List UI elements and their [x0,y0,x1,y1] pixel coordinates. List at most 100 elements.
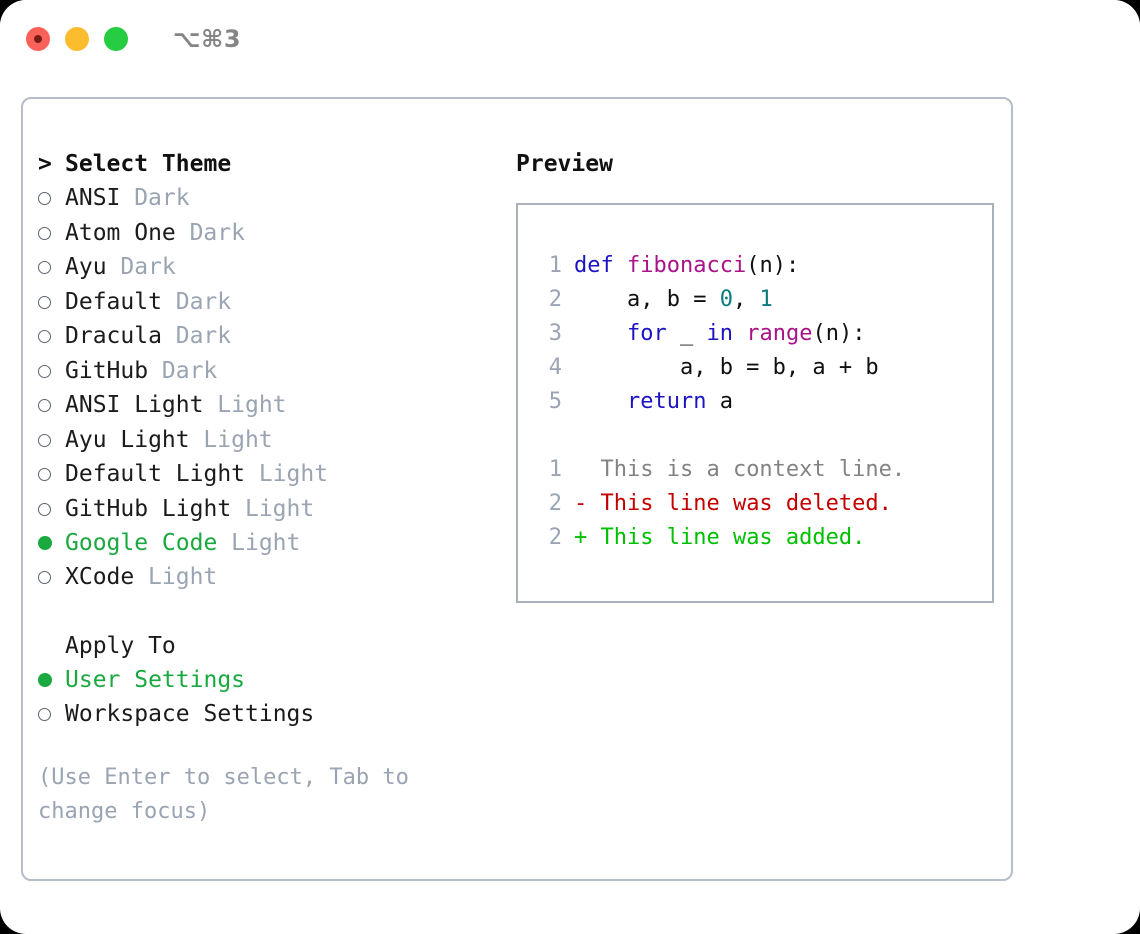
label-spacer [245,457,259,491]
list-spacer [38,595,498,629]
diff-marker [574,453,587,487]
label-spacer [134,560,148,594]
theme-variant-tag: Dark [161,357,218,384]
theme-option-label: ANSI Light [65,392,204,418]
label-spacer [231,492,245,526]
close-button-icon[interactable] [26,27,50,51]
label-spacer [148,354,162,388]
radio-glyph [38,261,51,274]
theme-option[interactable]: GitHub Light Light [38,492,498,527]
diff-marker: - [574,491,588,516]
code-token-plain: (n): [746,253,800,278]
diff-line-text: This is a context line. [587,457,906,482]
theme-option-label: Default [65,288,162,315]
radio-empty-icon [38,285,65,319]
code-line-content: a, b = 0, 1 [574,283,773,317]
theme-option[interactable]: Ayu Light Light [38,423,498,458]
theme-option[interactable]: GitHub Dark [38,354,498,389]
radio-glyph [38,571,51,584]
theme-option-label: Default Light [65,461,246,487]
code-line: 2 a, b = 0, 1 [536,283,992,317]
diff-line-number: 2 [548,491,562,516]
select-theme-heading: > Select Theme [38,147,498,181]
theme-option[interactable]: Default Light Light [38,457,498,492]
theme-option[interactable]: Atom One Dark [38,216,498,251]
label-spacer [176,216,190,250]
theme-option-label: GitHub [65,357,149,384]
radio-glyph [38,707,51,721]
apply-to-heading: Apply To [65,632,176,659]
code-token-num: 0 [719,287,733,312]
theme-option[interactable]: Default Dark [38,285,498,320]
diff-line-number: 1 [548,457,562,482]
code-token-plain: a, b = b, a + b [574,355,879,380]
theme-option[interactable]: Ayu Dark [38,250,498,285]
code-line-number: 1 [548,253,562,278]
diff-marker: + [574,525,588,550]
radio-glyph [38,468,51,481]
theme-variant-tag: Dark [120,254,176,280]
theme-option[interactable]: ANSI Dark [38,181,498,216]
label-spacer [203,388,217,422]
caret-icon: > [38,151,52,177]
theme-option[interactable]: Dracula Dark [38,319,498,354]
radio-empty-icon [38,182,65,216]
code-line-number: 5 [548,389,562,414]
theme-option-label: Ayu Light [65,426,190,453]
minimize-button-icon[interactable] [65,27,89,51]
code-line-number: 3 [548,321,562,346]
radio-glyph [38,192,51,205]
theme-variant-tag: Light [258,461,329,487]
radio-glyph [38,399,51,412]
apply-to-option-label: User Settings [65,666,246,693]
label-spacer [162,319,176,353]
label-spacer [190,423,204,457]
code-token-plain: a, b = [574,287,720,312]
radio-empty-icon [38,423,65,457]
theme-option-label: Google Code [65,530,218,556]
close-dot-inner [34,35,42,43]
code-line: 3 for _ in range(n): [536,317,992,351]
label-spacer [162,285,176,319]
title-bar: ⌥⌘3 [0,0,1140,78]
code-line-content: a, b = b, a + b [574,351,879,385]
diff-line: 1 This is a context line. [536,453,992,487]
theme-option[interactable]: Google Code Light [38,526,498,560]
code-token-kw: def [574,253,627,278]
theme-variant-tag: Light [203,426,273,453]
diff-sample: 1 This is a context line.2- This line wa… [536,453,992,555]
radio-empty-icon [38,251,65,285]
radio-selected-icon [38,663,65,697]
maximize-button-icon[interactable] [104,27,128,51]
window-controls [26,27,128,51]
diff-line-text: This line was added. [587,525,866,550]
radio-empty-icon [38,216,65,250]
apply-to-option[interactable]: User Settings [38,663,498,697]
diff-line: 2- This line was deleted. [536,487,992,521]
theme-variant-tag: Light [231,530,301,556]
theme-option-label: Dracula [65,323,162,349]
code-token-kw: return [626,389,707,414]
radio-empty-icon [38,320,65,354]
radio-selected-icon [38,526,65,560]
theme-variant-tag: Dark [175,288,232,315]
theme-option[interactable]: XCode Light [38,560,498,595]
radio-glyph [38,295,51,309]
code-line-content: def fibonacci(n): [574,249,799,283]
radio-glyph [38,330,51,343]
theme-option-label: GitHub Light [65,495,232,522]
code-line: 4 a, b = b, a + b [536,351,992,385]
radio-glyph [38,502,51,516]
preview-title: Preview [516,151,613,177]
theme-option[interactable]: ANSI Light Light [38,388,498,423]
label-spacer [107,250,121,284]
theme-variant-tag: Light [148,564,218,590]
apply-to-option[interactable]: Workspace Settings [38,697,498,732]
radio-empty-icon [38,561,65,595]
